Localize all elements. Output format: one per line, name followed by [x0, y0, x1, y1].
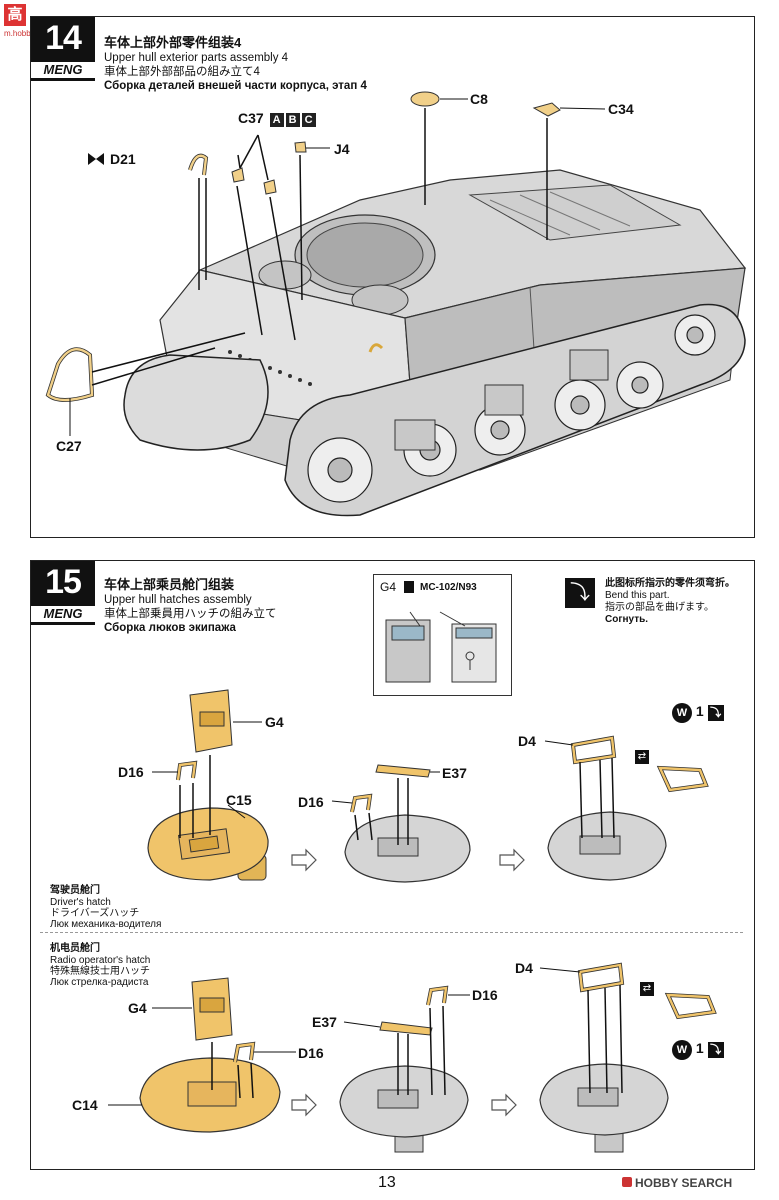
- bend-note-ja: 指示の部品を曲げます。: [605, 602, 714, 613]
- step14-title-zh: 车体上部外部零件组装4: [104, 35, 242, 50]
- label-d16-radio: D16: [298, 1045, 324, 1061]
- driver-hatch-base: [147, 807, 269, 881]
- label-d16-radio-step2: D16: [472, 987, 498, 1003]
- part-e37-radio: [379, 1021, 433, 1036]
- label-g4-radio: G4: [128, 1000, 147, 1016]
- bend-note-zh: 此图标所指示的零件须弯折。: [605, 578, 735, 589]
- w1-count-driver: 1: [695, 703, 704, 719]
- label-j4: J4: [334, 141, 350, 157]
- label-c37-text: C37: [238, 110, 264, 126]
- part-c34-shape: [532, 102, 561, 117]
- step15-title-en: Upper hull hatches assembly: [104, 594, 252, 606]
- step15-title-ja: 車体上部乗員用ハッチの組み立て: [104, 608, 277, 620]
- hatch-ring-left: [258, 260, 312, 290]
- step15-brand: MENG: [31, 606, 95, 622]
- part-c37b-shape: [263, 179, 277, 195]
- paint-detail-box: G4 MC-102/N93: [373, 574, 512, 696]
- bend-note-en: Bend this part.: [605, 590, 670, 601]
- part-c8-shape: [410, 91, 440, 107]
- divider-dashed: [40, 932, 743, 933]
- flip-icon-radio: ⇄: [640, 982, 654, 996]
- page-number: 13: [378, 1174, 396, 1191]
- label-e37-driver: E37: [442, 765, 467, 781]
- part-c37a-shape: [231, 167, 245, 183]
- step15-title: 车体上部乘员舱门组装 Upper hull hatches assembly 車…: [104, 574, 277, 635]
- radio-hatch-ru: Люк стрелка-радиста: [50, 977, 149, 988]
- step14-badge: 14 MENG: [31, 17, 95, 81]
- part-e37-shape: [375, 764, 431, 778]
- label-d16-step2: D16: [298, 794, 324, 810]
- paint-part-label: G4: [380, 580, 397, 594]
- radio-hatch-en: Radio operator's hatch: [50, 955, 151, 966]
- label-d4-radio: D4: [515, 960, 533, 976]
- footer-brand-text: HOBBY SEARCH: [635, 1176, 733, 1190]
- label-e37-radio: E37: [312, 1014, 337, 1030]
- step14-title-ja: 車体上部外部部品の組み立て4: [104, 66, 260, 78]
- driver-hatch-zh: 驾驶员舱门: [50, 885, 100, 896]
- label-c27: C27: [56, 438, 82, 454]
- lift-ring: [368, 343, 384, 353]
- w1-bend-badge-radio: W 1 ⤵: [672, 1040, 724, 1060]
- paint-code: MC-102/N93: [420, 582, 477, 593]
- label-c14: C14: [72, 1097, 98, 1113]
- wire-icon-radio: W: [672, 1040, 692, 1060]
- radio-hatch-ja: 特殊無線技士用ハッチ: [50, 966, 150, 977]
- step14-title: 车体上部外部零件组装4 Upper hull exterior parts as…: [104, 32, 367, 93]
- variant-a-badge: A: [269, 113, 284, 127]
- step15-badge: 15 MENG: [31, 561, 95, 625]
- driver-hatch-en: Driver's hatch: [50, 897, 111, 908]
- label-c34: C34: [608, 101, 634, 117]
- label-c8: C8: [470, 91, 488, 107]
- label-d16-driver: D16: [118, 764, 144, 780]
- bend-mini-icon-radio: ⤵: [707, 1042, 724, 1058]
- radio-hatch-zh: 机电员舱门: [50, 943, 100, 954]
- step15-title-ru: Сборка люков экипажа: [104, 622, 236, 634]
- step14-title-en: Upper hull exterior parts assembly 4: [104, 52, 289, 64]
- bend-icon: ⤵: [565, 578, 595, 608]
- driver-hatch-ja: ドライバーズハッチ: [50, 908, 140, 919]
- w1-bend-badge-driver: W 1 ⤵: [672, 703, 724, 723]
- step14-brand: MENG: [31, 62, 95, 78]
- left-track: [123, 354, 269, 451]
- mirror-icon: [88, 153, 96, 165]
- part-j4-shape: [294, 141, 307, 153]
- step15-number: 15: [45, 563, 82, 601]
- footer-brand: HOBBY SEARCH: [622, 1176, 732, 1190]
- label-d21: D21: [110, 151, 136, 167]
- hobbysearch-logo-icon: [622, 1177, 632, 1187]
- label-c15: C15: [226, 792, 252, 808]
- variant-b-badge: B: [285, 113, 300, 127]
- bend-mini-icon: ⤵: [707, 705, 724, 721]
- variant-c-badge: C: [301, 113, 316, 127]
- step14-title-ru: Сборка деталей внешей части корпуса, эта…: [104, 80, 367, 92]
- wire-icon: W: [672, 703, 692, 723]
- brush-icon: [404, 581, 414, 593]
- site-logo-icon: 高: [4, 4, 26, 26]
- step15-title-zh: 车体上部乘员舱门组装: [104, 577, 235, 592]
- driver-hatch-ru: Люк механика-водителя: [50, 919, 162, 930]
- bend-note-ru: Согнуть.: [605, 614, 649, 625]
- flip-icon-driver: ⇄: [635, 750, 649, 764]
- step14-number: 14: [45, 19, 82, 57]
- w1-count-radio: 1: [695, 1040, 704, 1056]
- label-g4-driver: G4: [265, 714, 284, 730]
- label-d4-driver: D4: [518, 733, 536, 749]
